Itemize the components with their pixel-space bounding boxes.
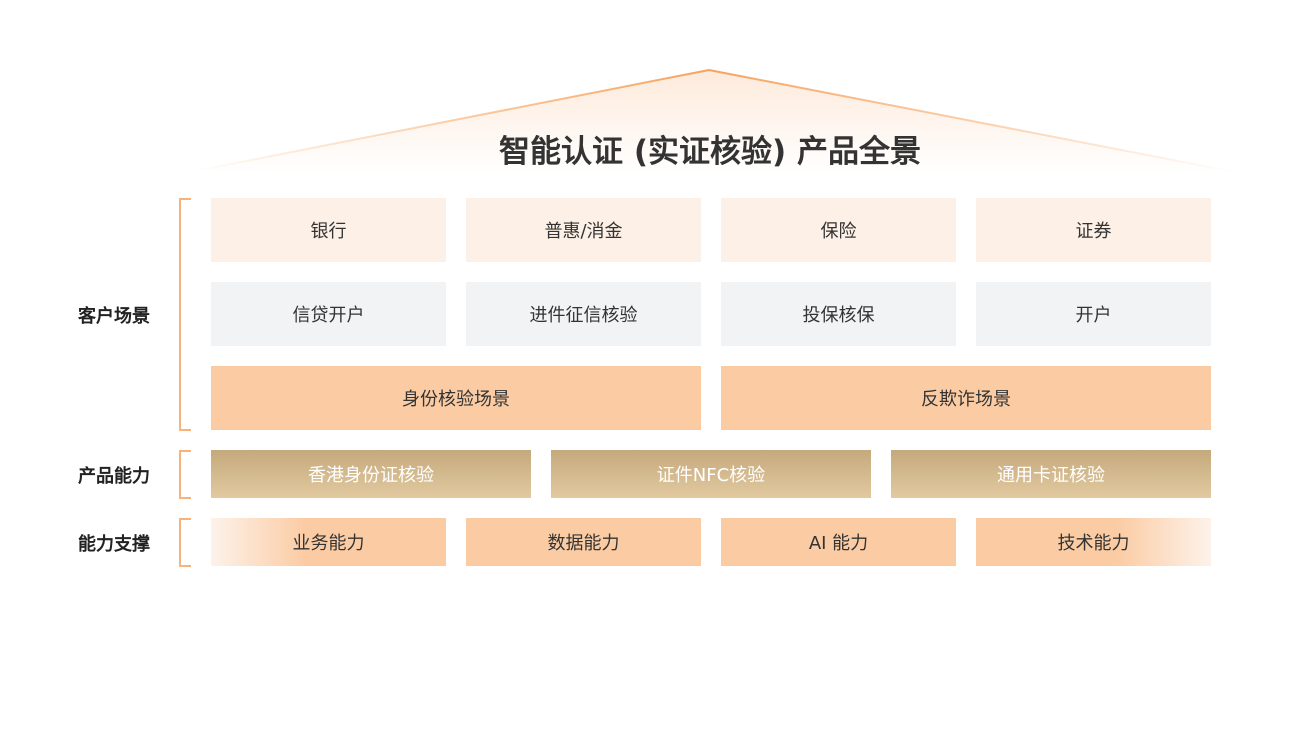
row-label-product-capabilities: 产品能力 — [78, 466, 150, 487]
bracket — [179, 518, 191, 567]
product-box: 香港身份证核验 — [211, 450, 531, 498]
page-title: 智能认证 (实证核验) 产品全景 — [499, 134, 921, 170]
use-case-box: 投保核保 — [721, 282, 956, 346]
industry-box: 保险 — [721, 198, 956, 262]
scenario-group-box: 反欺诈场景 — [721, 366, 1211, 430]
industry-box: 普惠/消金 — [466, 198, 701, 262]
product-box: 证件NFC核验 — [551, 450, 871, 498]
support-box: 数据能力 — [466, 518, 701, 566]
support-box: 技术能力 — [976, 518, 1211, 566]
use-case-box: 进件征信核验 — [466, 282, 701, 346]
scenario-group-box: 身份核验场景 — [211, 366, 701, 430]
row-label-customer-scenarios: 客户场景 — [78, 306, 150, 327]
row-label-capability-support: 能力支撑 — [78, 534, 150, 555]
bracket — [179, 450, 191, 499]
use-case-box: 信贷开户 — [211, 282, 446, 346]
support-box: 业务能力 — [211, 518, 446, 566]
bracket — [179, 198, 191, 431]
product-box: 通用卡证核验 — [891, 450, 1211, 498]
industry-box: 银行 — [211, 198, 446, 262]
roof-shape — [189, 69, 1236, 173]
support-box: AI 能力 — [721, 518, 956, 566]
industry-box: 证券 — [976, 198, 1211, 262]
use-case-box: 开户 — [976, 282, 1211, 346]
